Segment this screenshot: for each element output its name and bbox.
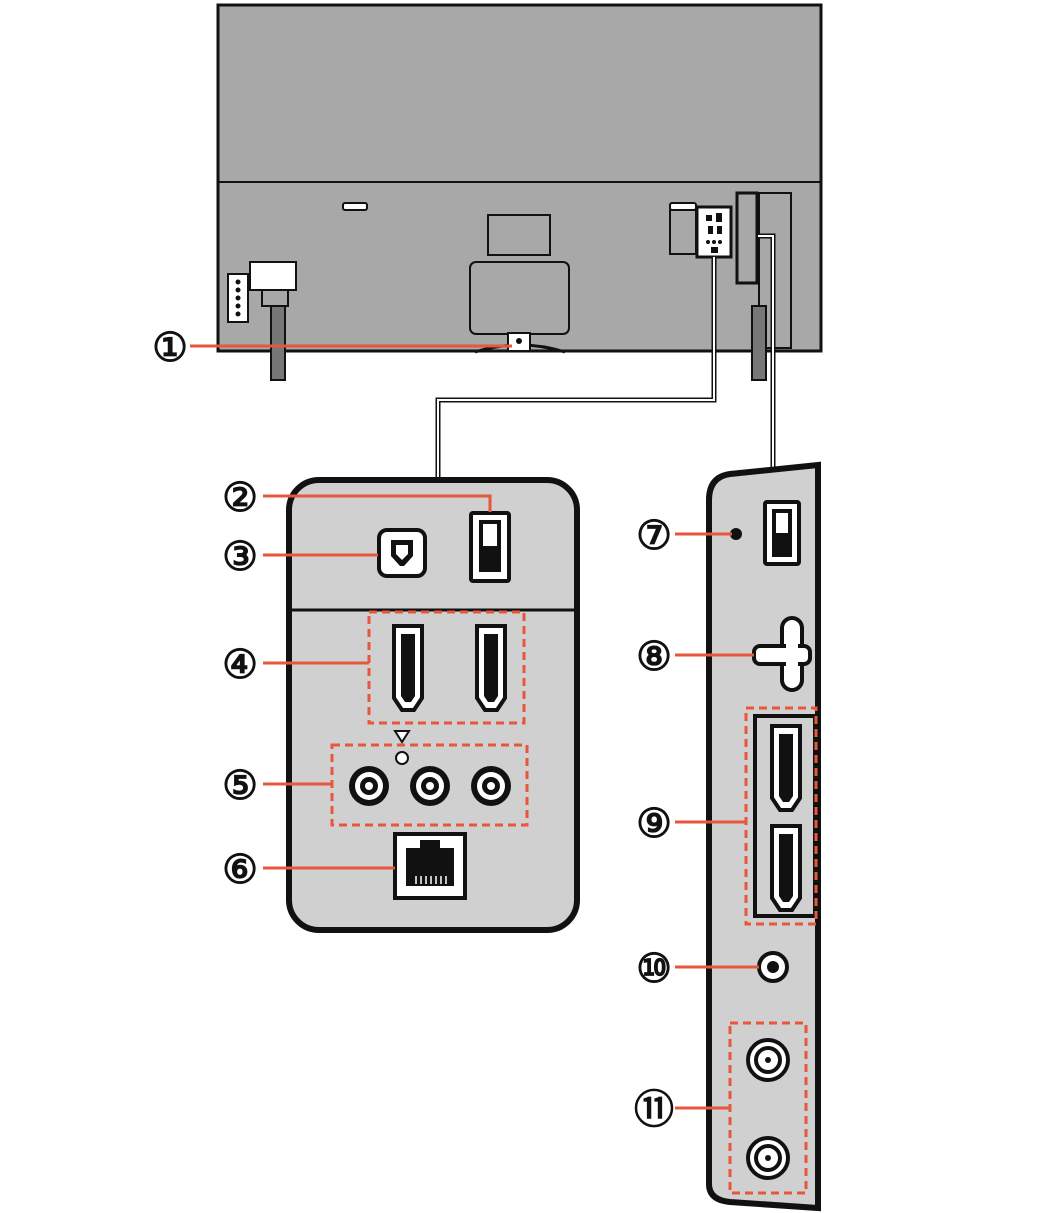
callout-5: ⑤ [222, 764, 258, 808]
left-stand-leg [270, 305, 286, 381]
lan-port [393, 832, 467, 900]
usb-port-side [730, 500, 801, 566]
callout-4: ④ [222, 643, 258, 687]
rear-panel [286, 477, 580, 933]
callout-1: ① [152, 326, 188, 370]
callout-3: ③ [222, 535, 258, 579]
control-button [752, 616, 812, 692]
callout-lines [190, 344, 759, 1110]
callout-11: ⑪ [634, 1088, 674, 1132]
callout-8: ⑧ [636, 635, 672, 679]
side-terminal-block [735, 191, 759, 285]
mount-slot [342, 202, 368, 211]
callout-7: ⑦ [636, 514, 672, 558]
right-stand-leg [751, 305, 767, 381]
highlight-hdmi-rear [367, 610, 526, 725]
usb-port-rear [469, 511, 511, 583]
hdmi-ports-side [753, 714, 817, 918]
callout-10: ⑩ [636, 947, 672, 991]
side-panel [706, 461, 821, 1212]
headphone-jack [757, 951, 789, 983]
tv-back [216, 3, 823, 381]
callout-9: ⑨ [636, 802, 672, 846]
av-input-ports [349, 730, 511, 806]
stand-plate [469, 261, 570, 335]
power-connector [249, 261, 297, 291]
callout-2: ② [222, 476, 258, 520]
label-plate [487, 214, 551, 256]
optical-audio-port [377, 528, 427, 578]
callout-6: ⑥ [222, 848, 258, 892]
